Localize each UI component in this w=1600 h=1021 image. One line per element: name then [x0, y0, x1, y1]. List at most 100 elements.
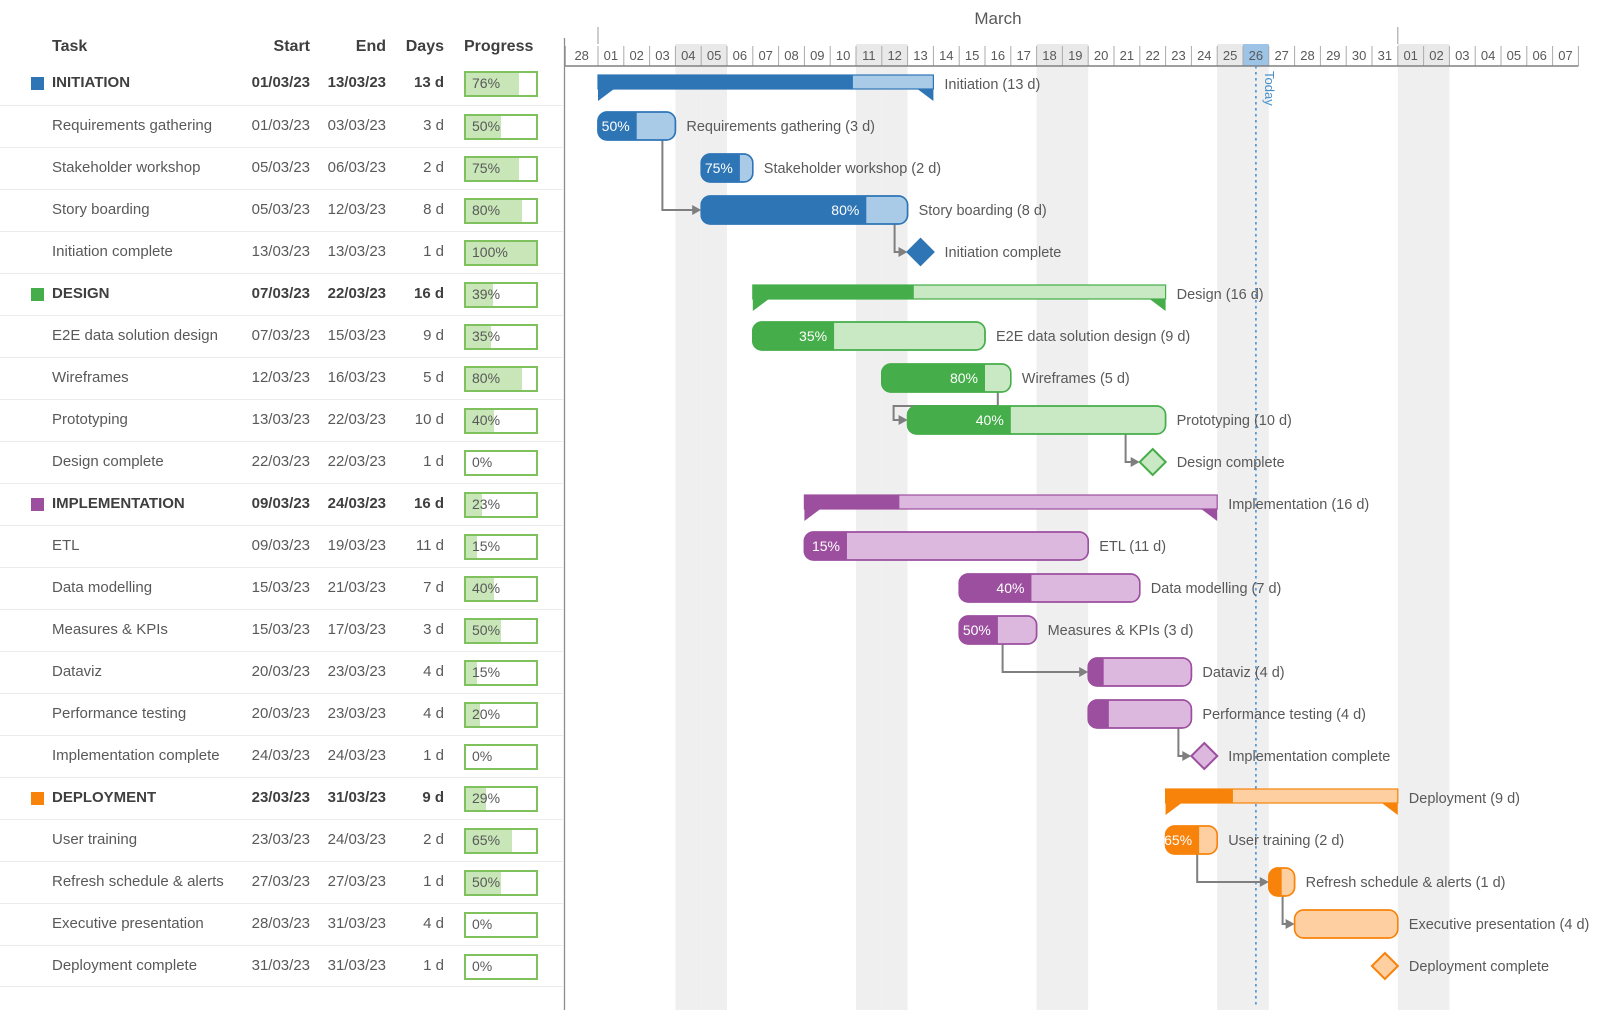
day-header-label: 23: [1171, 48, 1185, 63]
dependency-arrowhead: [1182, 751, 1192, 761]
day-header-label: 29: [1326, 48, 1340, 63]
progress-label: 20%: [472, 706, 501, 722]
duration: 10 d: [414, 411, 444, 428]
dependency-arrowhead: [1130, 457, 1140, 467]
start-date: 01/03/23: [251, 74, 310, 91]
bar-label: User training (2 d): [1228, 833, 1344, 849]
gantt-task-bar[interactable]: [1293, 909, 1399, 939]
section-color-swatch: [31, 792, 44, 805]
bar-progress-label: 40%: [996, 580, 1024, 596]
gantt-task-outline: [958, 573, 1141, 603]
start-date: 01/03/23: [251, 117, 310, 134]
progress-bar: 35%: [464, 324, 538, 350]
bar-label: ETL (11 d): [1099, 539, 1166, 555]
end-date: 03/03/23: [327, 117, 386, 134]
progress-label: 50%: [472, 118, 501, 134]
dependency-connector: [1281, 896, 1287, 925]
task-name: Stakeholder workshop: [52, 159, 201, 176]
bar-label: Performance testing (4 d): [1202, 707, 1366, 723]
progress-bar: 15%: [464, 660, 538, 686]
duration: 2 d: [423, 159, 444, 176]
bar-progress-label: 65%: [1164, 832, 1192, 848]
day-header-label: 25: [1223, 48, 1237, 63]
day-header-label: 01: [604, 48, 618, 63]
progress-fill: [466, 872, 501, 894]
bar-label: Wireframes (5 d): [1022, 371, 1130, 387]
bar-label: Data modelling (7 d): [1151, 581, 1282, 597]
gantt-task-outline: [752, 321, 986, 351]
progress-label: 23%: [472, 496, 501, 512]
section-color-swatch: [31, 498, 44, 511]
day-header-label: 07: [758, 48, 772, 63]
task-name: ETL: [52, 537, 80, 554]
end-date: 16/03/23: [327, 369, 386, 386]
progress-bar: 75%: [464, 156, 538, 182]
day-header-label: 15: [965, 48, 979, 63]
start-date: 12/03/23: [251, 369, 310, 386]
month-label: March: [974, 9, 1022, 28]
progress-bar: 39%: [464, 282, 538, 308]
task-name: Wireframes: [52, 369, 129, 386]
progress-label: 0%: [472, 916, 493, 932]
gantt-milestone[interactable]: [906, 237, 935, 267]
start-date: 05/03/23: [251, 159, 310, 176]
task-name: DESIGN: [52, 285, 110, 302]
start-date: 05/03/23: [251, 201, 310, 218]
bar-label: Deployment complete: [1409, 959, 1549, 975]
end-date: 19/03/23: [327, 537, 386, 554]
gantt-task-progress: [598, 112, 637, 140]
gantt-task-outline: [700, 195, 909, 225]
task-name: IMPLEMENTATION: [52, 495, 185, 512]
progress-bar: 0%: [464, 744, 538, 770]
weekend-band: [1397, 66, 1424, 1010]
gantt-milestone[interactable]: [1189, 741, 1219, 771]
bar-label: Dataviz (4 d): [1202, 665, 1284, 681]
duration: 5 d: [423, 369, 444, 386]
progress-fill: [466, 578, 494, 600]
task-name: Performance testing: [52, 705, 187, 722]
summary-left-tail: [752, 299, 769, 311]
end-date: 23/03/23: [327, 705, 386, 722]
gantt-task-outline: [881, 363, 1012, 393]
day-header-label: 03: [1455, 48, 1469, 63]
end-date: 24/03/23: [327, 831, 386, 848]
gantt-task-outline: [1164, 825, 1218, 855]
progress-label: 80%: [472, 370, 501, 386]
gantt-milestone[interactable]: [1370, 951, 1400, 981]
progress-fill: [466, 536, 477, 558]
progress-fill: [466, 116, 501, 138]
progress-label: 0%: [472, 748, 493, 764]
start-date: 24/03/23: [251, 747, 310, 764]
dependency-connector: [893, 224, 900, 253]
gantt-milestone[interactable]: [1138, 447, 1168, 477]
column-header-end: End: [355, 38, 386, 55]
gantt-task-progress: [752, 322, 835, 350]
day-header-label: 10: [836, 48, 850, 63]
progress-bar: 20%: [464, 702, 538, 728]
gantt-summary-progress: [598, 75, 853, 89]
progress-label: 35%: [472, 328, 501, 344]
progress-fill: [466, 200, 522, 222]
progress-bar: 0%: [464, 450, 538, 476]
duration: 3 d: [423, 117, 444, 134]
duration: 4 d: [423, 663, 444, 680]
duration: 1 d: [423, 747, 444, 764]
bar-label: E2E data solution design (9 d): [996, 329, 1190, 345]
gantt-task-bar[interactable]: [803, 531, 1089, 561]
column-header-days: Days: [405, 38, 444, 55]
start-date: 13/03/23: [251, 243, 310, 260]
progress-bar: 15%: [464, 534, 538, 560]
gantt-task-progress: [804, 532, 847, 560]
task-row: Wireframes 12/03/23 16/03/23 5 d 80%: [0, 357, 564, 399]
bar-label: Refresh schedule & alerts (1 d): [1306, 875, 1506, 891]
duration: 1 d: [423, 453, 444, 470]
